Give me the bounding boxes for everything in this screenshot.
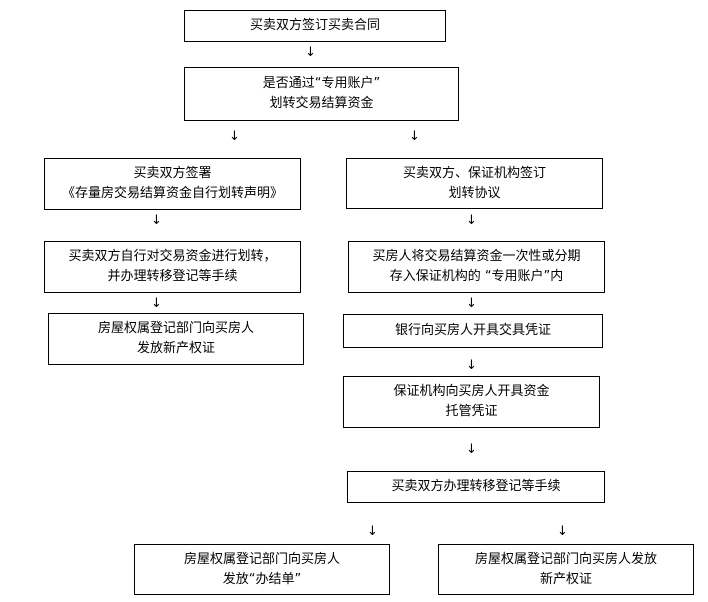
node-text: 《存量房交易结算资金自行划转声明》: [61, 186, 283, 201]
arrow-down-icon: ↓: [466, 358, 477, 373]
node-text: 买卖双方签订买卖合同: [249, 18, 380, 33]
arrow-down-icon: ↓: [367, 524, 378, 539]
node-text: 买房人将交易结算资金一次性或分期: [372, 249, 581, 264]
node-sign-agreement: 买卖双方、保证机构签订划转协议: [346, 158, 603, 209]
node-bank-voucher: 银行向买房人开具交具凭证: [343, 314, 603, 348]
arrow-down-icon: ↓: [305, 45, 316, 60]
node-self-transfer: 买卖双方自行对交易资金进行划转， 并办理转移登记等手续: [44, 241, 301, 293]
node-text: 是否通过“专用账户”: [262, 76, 381, 91]
node-text: 银行向买房人开具交具凭证: [394, 323, 551, 338]
node-text: 新产权证: [539, 571, 592, 587]
node-text: 买卖双方自行对交易资金进行划转，: [68, 249, 277, 264]
node-issue-certificate-right: 房屋权属登记部门向买房人发放新产权证: [438, 544, 694, 595]
node-text: 托管凭证: [445, 404, 498, 419]
node-text: 房屋权属登记部门向买房人: [183, 551, 340, 567]
node-deposit-funds: 买房人将交易结算资金一次性或分期存入保证机构的 “专用账户”内: [348, 241, 605, 293]
node-text: 发放新产权证: [136, 341, 215, 356]
node-text: 买卖双方、保证机构签订: [402, 165, 546, 181]
node-text: 划转交易结算资金: [269, 96, 374, 111]
node-text: 房屋权属登记部门向买房人发放: [474, 551, 657, 567]
arrow-down-icon: ↓: [466, 213, 477, 228]
node-text: 并办理转移登记等手续: [107, 269, 238, 284]
node-text: 发放“办结单”: [222, 571, 302, 587]
node-transfer-registration: 买卖双方办理转移登记等手续: [347, 471, 605, 503]
arrow-down-icon: ↓: [409, 129, 420, 144]
node-sign-contract: 买卖双方签订买卖合同: [184, 10, 446, 42]
node-text: 房屋权属登记部门向买房人: [97, 321, 254, 336]
arrow-down-icon: ↓: [466, 442, 477, 457]
node-custody-voucher: 保证机构向买房人开具资金托管凭证: [343, 376, 600, 428]
arrow-down-icon: ↓: [151, 213, 162, 228]
node-text: 存入保证机构的 “专用账户”内: [389, 269, 564, 284]
node-special-account-decision: 是否通过“专用账户” 划转交易结算资金: [184, 67, 459, 121]
node-text: 划转协议: [448, 185, 501, 201]
node-sign-declaration: 买卖双方签署《存量房交易结算资金自行划转声明》: [44, 158, 301, 210]
arrow-down-icon: ↓: [151, 296, 162, 311]
node-text: 保证机构向买房人开具资金: [393, 384, 550, 399]
node-issue-certificate-left: 房屋权属登记部门向买房人发放新产权证: [48, 313, 304, 365]
node-text: 买卖双方办理转移登记等手续: [391, 479, 561, 494]
arrow-down-icon: ↓: [229, 129, 240, 144]
node-text: 买卖双方签署: [133, 166, 212, 181]
node-completion-note: 房屋权属登记部门向买房人发放“办结单”: [134, 544, 390, 595]
arrow-down-icon: ↓: [466, 296, 477, 311]
arrow-down-icon: ↓: [557, 524, 568, 539]
